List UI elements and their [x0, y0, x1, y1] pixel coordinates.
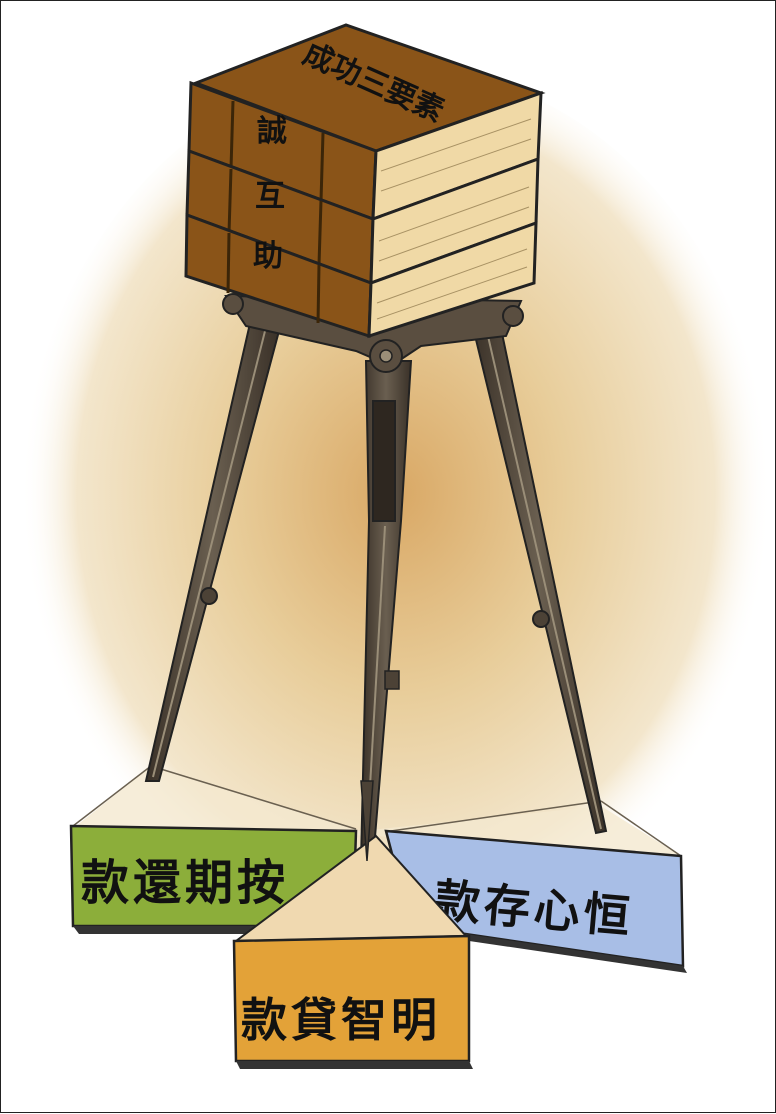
middle-leg-tip	[360, 780, 374, 862]
spine-text-2: 互	[255, 179, 285, 214]
ground-plane	[72, 765, 682, 857]
label-bottom-text: 款貸智明	[241, 993, 441, 1047]
books-stack: 成功三要素 誠 互 助	[184, 23, 546, 339]
tripod	[144, 293, 608, 862]
label-block-bottom: 款貸智明	[232, 834, 473, 1069]
label-left-text: 款還期按	[81, 855, 289, 911]
label-block-left: 款還期按	[69, 824, 359, 934]
spine-text-3: 助	[253, 239, 283, 274]
spine-text-1: 誠	[257, 114, 287, 149]
